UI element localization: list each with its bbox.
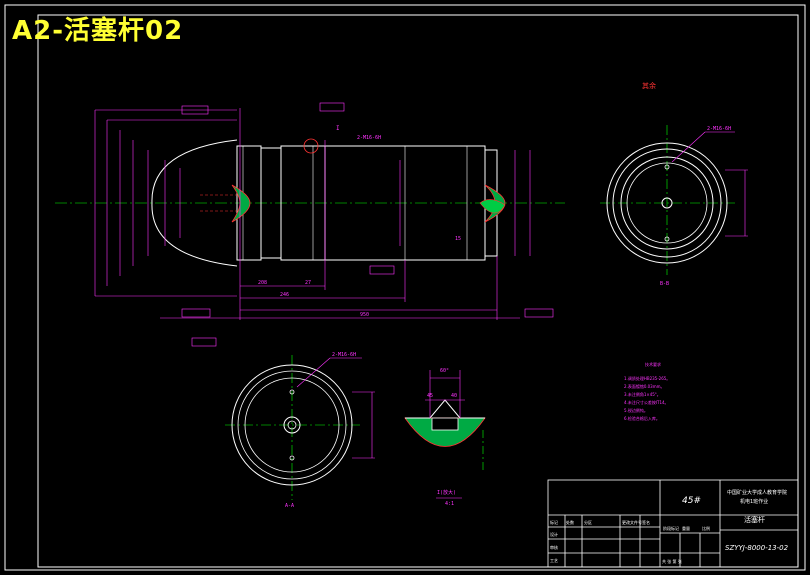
inner-frame	[37, 14, 799, 568]
sheet-label: 共 张 第 张	[662, 558, 682, 564]
thread-callout-right: 2-M16-6H	[707, 126, 731, 132]
top-right-note: 其余	[642, 81, 656, 90]
row-label-2: 设计	[550, 531, 558, 537]
dim-length-b: 208	[258, 280, 267, 286]
col-label-2: 分区	[584, 519, 592, 525]
row-label-3: 审核	[550, 544, 558, 550]
drawing-title: A2-活塞杆02	[12, 16, 184, 46]
dim-length-c: 27	[305, 280, 311, 286]
tech-title: 技术要求	[645, 361, 661, 367]
dim-length-a: 246	[280, 292, 289, 298]
title-block	[547, 479, 799, 568]
company: 中国矿业大学成人教育学院	[727, 489, 787, 496]
thread-callout-main: 2-M16-6H	[357, 135, 381, 141]
thread-callout-left: 2-M16-6H	[332, 352, 356, 358]
stage-label: 阶段标记	[663, 525, 679, 531]
detail-view: 60° 45 40 I(放大) 4:1	[404, 368, 486, 507]
detail-circle	[303, 138, 319, 154]
detail-view-label: I(放大)	[437, 489, 456, 496]
detail-scale: 4:1	[445, 501, 454, 507]
col-label-4: 签名	[642, 519, 650, 525]
tech-note-3: 3.未注倒角1×45°。	[624, 391, 661, 397]
col-label-3: 更改文件号	[622, 519, 642, 525]
part-name: 活塞杆	[744, 515, 765, 524]
row-label-1: 标记	[550, 519, 558, 525]
groove-angle: 60°	[440, 368, 449, 374]
tech-note-1: 1.调质处理HB235-265。	[624, 375, 670, 381]
material: 45#	[682, 496, 701, 506]
weight-label: 重量	[682, 525, 690, 531]
right-side-view: 2-M16-6H B-B 其余	[600, 81, 748, 287]
left-view-label: A-A	[285, 503, 294, 509]
drawing-number: SZYYJ-8000-13-02	[725, 544, 789, 552]
groove-width: 40	[451, 393, 457, 399]
left-end-view: 2-M16-6H A-A	[225, 352, 375, 509]
main-dimensions	[94, 108, 531, 320]
technical-requirements: 技术要求 1.调质处理HB235-265。 2.表面镀铬0.03mm。 3.未注…	[624, 361, 670, 421]
dim-overall-length: 950	[360, 312, 369, 318]
groove-depth: 45	[427, 393, 433, 399]
company-line-2: 机电1班作业	[740, 498, 768, 505]
col-label-1: 处数	[566, 519, 574, 525]
right-view-label: B-B	[660, 281, 669, 287]
outer-frame	[4, 4, 806, 571]
tech-note-5: 5.锐边倒钝。	[624, 407, 648, 413]
tech-note-6: 6.检验合格后入库。	[624, 415, 660, 421]
main-view: I	[55, 125, 565, 267]
dim-length-d: 15	[455, 236, 461, 242]
detail-mark: I	[336, 125, 340, 132]
tech-note-4: 4.未注尺寸公差按IT14。	[624, 399, 669, 405]
row-label-4: 工艺	[550, 558, 558, 563]
left-hatch-section	[231, 184, 251, 223]
scale-label: 比例	[702, 525, 710, 531]
piston-head-arc	[151, 139, 238, 267]
tech-note-2: 2.表面镀铬0.03mm。	[624, 383, 665, 389]
tolerance-frames	[181, 102, 554, 347]
